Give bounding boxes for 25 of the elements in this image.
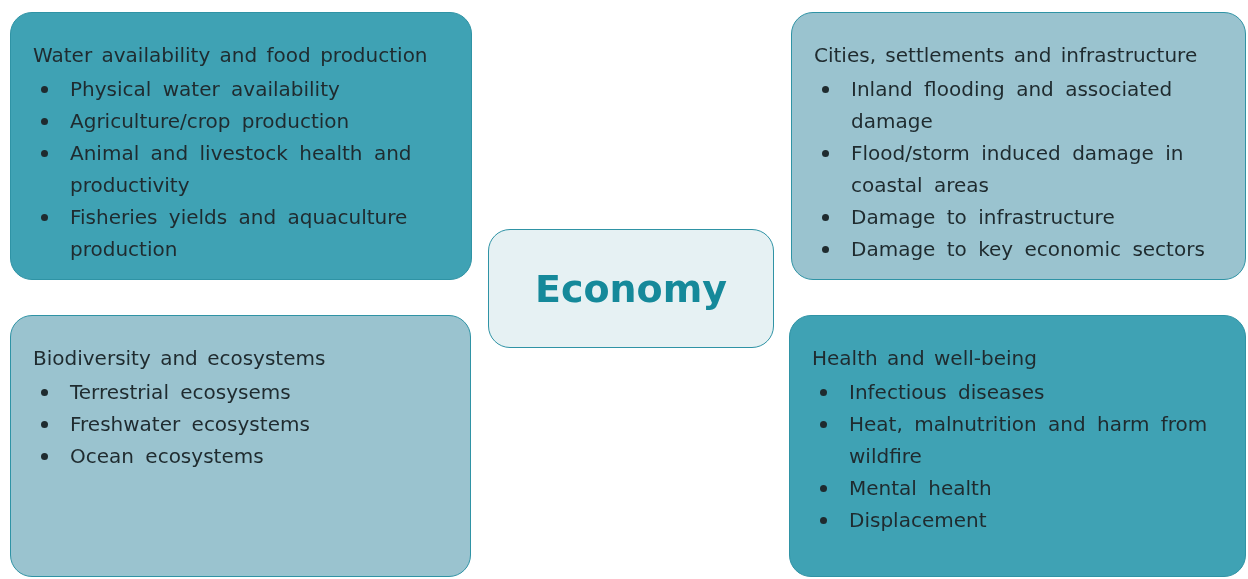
bullet-item: Physical water availability (70, 76, 340, 103)
bullet-item: Animal and livestock health and productivity (70, 140, 413, 199)
bullet-item: Inland flooding and associated damage (851, 76, 1174, 135)
bullet-item: Damage to infrastructure (851, 204, 1115, 231)
card-heading: Biodiversity and ecosystems (33, 345, 327, 372)
bullet-item: Ocean ecosystems (70, 443, 264, 470)
bullet-item: Terrestrial ecosysems (70, 379, 291, 406)
bullet-item: Displacement (849, 507, 987, 534)
card-heading: Water availability and food production (33, 42, 429, 69)
bullet-item: Infectious diseases (849, 379, 1045, 406)
topic-card (791, 12, 1246, 280)
topic-card (10, 12, 472, 280)
topic-card (10, 315, 471, 577)
bullet-item: Flood/storm induced damage in coastal areas (851, 140, 1185, 199)
central-topic-box (488, 229, 774, 348)
bullet-item: Heat, malnutrition and harm from wildfire (849, 411, 1209, 470)
bullet-item: Mental health (849, 475, 992, 502)
bullet-item: Fisheries yields and aquaculture production (70, 204, 409, 263)
card-heading: Health and well-being (812, 345, 1038, 372)
card-heading: Cities, settlements and infrastructure (814, 42, 1199, 69)
bullet-item: Agriculture/crop production (70, 108, 350, 135)
topic-card (789, 315, 1246, 577)
bullet-item: Damage to key economic sectors (851, 236, 1205, 263)
central-topic-title: Economy (534, 266, 728, 311)
bullet-item: Freshwater ecosystems (70, 411, 310, 438)
